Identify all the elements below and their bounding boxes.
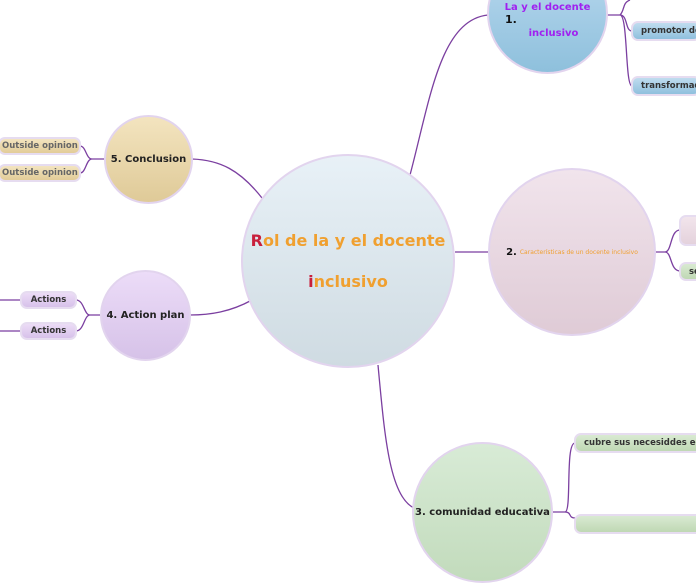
pill-label: promotor del: [641, 26, 696, 36]
node5-child-1[interactable]: Outside opinion: [0, 137, 81, 155]
node-3[interactable]: 3. comunidad educativa: [412, 442, 553, 583]
node3-label: 3. comunidad educativa: [415, 507, 550, 518]
central-title-text: ol de la y el docente: [262, 231, 446, 250]
pill-label: Actions: [30, 295, 67, 305]
central-initial-2: i: [308, 272, 314, 291]
connector-central-node1: [409, 14, 489, 176]
node-4[interactable]: 4. Action plan: [100, 270, 191, 361]
pill-label: Outside opinion: [2, 168, 78, 178]
node1-number: 1.: [505, 13, 517, 26]
pill-label: cubre sus necesiddes edu: [584, 438, 696, 448]
node-5[interactable]: 5. Conclusion: [104, 115, 193, 204]
node2-child-2[interactable]: se: [679, 262, 696, 281]
node2-child-1[interactable]: [679, 215, 696, 246]
node2-label: Características de un docente inclusivo: [519, 248, 638, 256]
pill-label: se: [689, 266, 696, 277]
central-title-line1: Rol de la y el docente: [251, 231, 446, 250]
node3-child-1[interactable]: cubre sus necesiddes edu: [574, 433, 696, 453]
central-initial: R: [250, 231, 263, 250]
pill-label: Actions: [30, 326, 67, 336]
central-title-text-2: nclusivo: [313, 272, 388, 291]
node5-child-2[interactable]: Outside opinion: [0, 164, 81, 182]
node1-line1: La y el docente: [504, 2, 591, 13]
node4-label: 4. Action plan: [106, 310, 185, 321]
connector-node5-children: [79, 145, 104, 174]
node-2[interactable]: 2. Características de un docente inclusi…: [488, 168, 656, 336]
pill-label: Outside opinion: [2, 141, 78, 151]
connector-central-node3: [377, 364, 421, 511]
node4-child-1[interactable]: Actions: [20, 291, 77, 309]
pill-label: transformad: [641, 81, 696, 91]
connector-node2-children: [655, 229, 681, 272]
connector-node1-children: [607, 0, 633, 87]
connector-central-node4: [189, 299, 253, 316]
central-topic[interactable]: Rol de la y el docente inclusivo: [241, 154, 455, 368]
node1-child-transformad[interactable]: transformad: [631, 76, 696, 96]
connector-central-node5: [191, 158, 263, 199]
node3-child-2[interactable]: [574, 514, 696, 534]
central-title-line2: inclusivo: [308, 272, 388, 291]
node1-child-promotor[interactable]: promotor del: [631, 21, 696, 41]
connector-node4-children: [0, 299, 100, 332]
connector-node3-children: [552, 442, 576, 519]
node2-number: 2.: [506, 246, 517, 258]
node5-label: 5. Conclusion: [110, 154, 187, 165]
node1-line2: inclusivo: [528, 28, 579, 39]
node4-child-2[interactable]: Actions: [20, 322, 77, 340]
connectors: [0, 0, 681, 519]
